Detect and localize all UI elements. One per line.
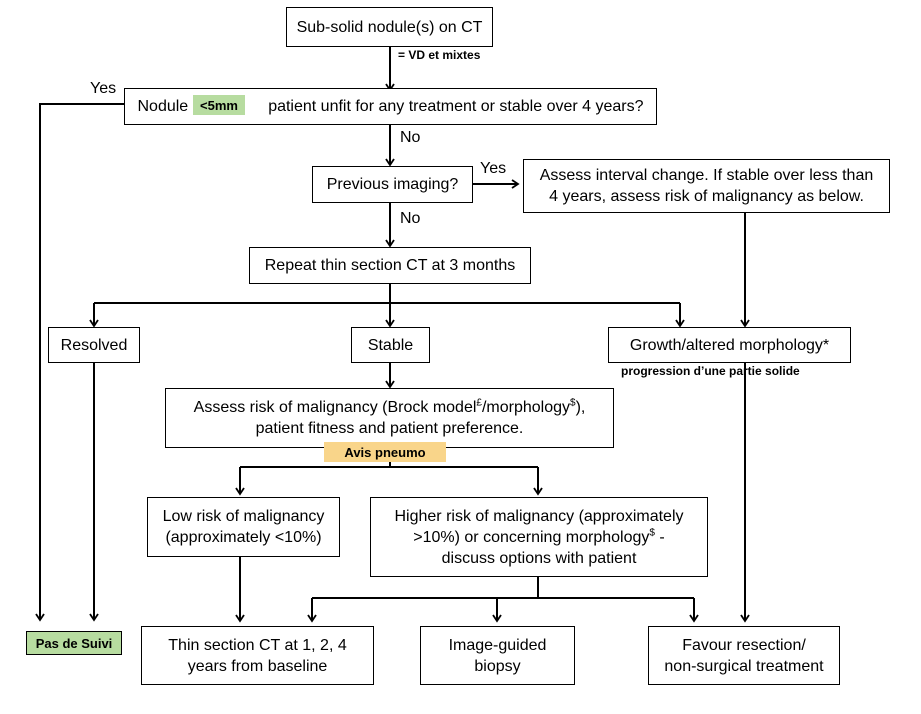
annotation-progression: progression d’une partie solide <box>621 364 800 378</box>
box-biopsy: Image-guided biopsy <box>420 626 575 685</box>
box-assess-risk: Assess risk of malignancy (Brock model£/… <box>165 388 614 448</box>
box-stable: Stable <box>351 327 430 363</box>
edge-label-yes-right: Yes <box>480 160 507 177</box>
edge-label-yes-left: Yes <box>90 80 117 97</box>
box-subsolid-nodule: Sub-solid nodule(s) on CT <box>286 7 493 47</box>
edge-label-no-1: No <box>400 129 421 146</box>
biopsy-line2: biopsy <box>474 657 521 675</box>
low-risk-line1: Low risk of malignancy <box>162 508 325 525</box>
box-resection: Favour resection/ non-surgical treatment <box>648 626 840 685</box>
assess-risk-sup1: £ <box>476 397 482 409</box>
higher-risk-sup: $ <box>649 527 655 539</box>
assess-risk-line1: Assess risk of malignancy (Brock model£/… <box>194 397 586 418</box>
higher-risk-line1: Higher risk of malignancy (approximately <box>394 507 684 525</box>
thin-ct-line2: years from baseline <box>187 657 328 675</box>
higher-risk-line2-b: - <box>654 528 665 546</box>
higher-risk-line3: discuss options with patient <box>441 549 637 567</box>
box-low-risk: Low risk of malignancy (approximately <1… <box>147 497 340 557</box>
higher-risk-line2: >10%) or concerning morphology$ - <box>413 527 664 548</box>
box-repeat-ct: Repeat thin section CT at 3 months <box>249 247 531 284</box>
assess-risk-line1-c: ), <box>575 399 586 416</box>
assess-risk-line1-b: /morphology <box>481 399 571 416</box>
edge-label-no-2: No <box>400 210 421 227</box>
box-growth: Growth/altered morphology* <box>608 327 851 363</box>
low-risk-line2: (approximately <10%) <box>165 529 322 546</box>
assess-interval-line2: 4 years, assess risk of malignancy as be… <box>549 188 864 205</box>
resection-line2: non-surgical treatment <box>664 657 824 675</box>
box-resolved: Resolved <box>48 327 140 363</box>
tag-lt5mm: <5mm <box>193 95 245 115</box>
box-subsolid-label: Sub-solid nodule(s) on CT <box>296 18 483 36</box>
nodule-prefix: Nodule <box>137 98 189 115</box>
annotation-vd-mixtes: = VD et mixtes <box>398 48 481 62</box>
assess-interval-line1: Assess interval change. If stable over l… <box>539 167 874 184</box>
box-higher-risk: Higher risk of malignancy (approximately… <box>370 497 708 577</box>
tag-avis-pneumo: Avis pneumo <box>324 442 446 462</box>
box-previous-imaging: Previous imaging? <box>312 166 473 203</box>
repeat-ct-label: Repeat thin section CT at 3 months <box>264 257 516 274</box>
nodule-suffix: patient unfit for any treatment or stabl… <box>268 98 644 115</box>
resolved-label: Resolved <box>60 336 128 354</box>
previous-imaging-label: Previous imaging? <box>326 176 459 193</box>
resection-line1: Favour resection/ <box>682 636 806 654</box>
thin-ct-line1: Thin section CT at 1, 2, 4 <box>168 636 347 654</box>
biopsy-line1: Image-guided <box>448 636 547 654</box>
higher-risk-line2-a: >10%) or concerning morphology <box>413 528 650 546</box>
assess-risk-line1-a: Assess risk of malignancy (Brock model <box>193 399 477 416</box>
stable-label: Stable <box>367 336 414 354</box>
assess-risk-sup2: $ <box>570 397 576 409</box>
box-thin-ct: Thin section CT at 1, 2, 4 years from ba… <box>141 626 374 685</box>
tag-pas-de-suivi: Pas de Suivi <box>26 631 122 655</box>
assess-risk-line2: patient fitness and patient preference. <box>255 420 524 437</box>
growth-label: Growth/altered morphology* <box>629 336 830 354</box>
box-assess-interval: Assess interval change. If stable over l… <box>523 159 890 213</box>
arrow-yes-to-pas-de-suivi <box>35 103 124 622</box>
